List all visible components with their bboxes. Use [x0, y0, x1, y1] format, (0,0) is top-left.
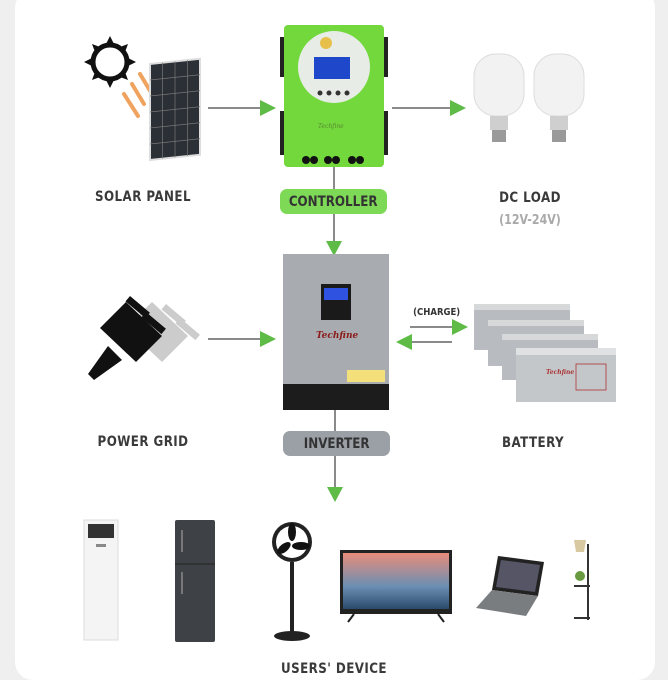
arrow-controller-to-inverter — [326, 214, 342, 256]
inverter-brand: Techfine — [316, 331, 359, 341]
solar-panel-icon — [84, 36, 201, 162]
power-plug-icon — [88, 296, 200, 380]
arrow-solar-to-controller — [208, 100, 276, 116]
laptop-icon — [476, 556, 544, 616]
floor-lamp-icon — [574, 540, 590, 620]
inverter-device — [283, 254, 389, 410]
arrow-inverter-to-battery — [410, 319, 468, 335]
battery-label: BATTERY — [501, 435, 565, 451]
standing-fan-icon — [272, 522, 312, 641]
controller-device — [280, 25, 388, 167]
air-conditioner-icon — [83, 519, 119, 641]
charge-label: (CHARGE) — [413, 307, 461, 318]
inverter-label: INVERTER — [283, 431, 390, 456]
dc-load-voltage: (12V-24V) — [499, 213, 561, 228]
arrow-controller-to-dc-load — [392, 100, 466, 116]
battery-brand: Techfine — [546, 369, 575, 376]
inverter-connector — [334, 410, 336, 432]
television-icon — [340, 550, 452, 623]
dc-load-label: DC LOAD — [499, 190, 561, 206]
battery-bank-icon — [474, 304, 616, 402]
arrow-inverter-to-devices — [327, 456, 343, 502]
power-grid-label: POWER GRID — [97, 434, 189, 450]
arrow-battery-to-inverter — [396, 334, 452, 350]
users-device-label: USERS' DEVICE — [281, 661, 387, 677]
controller-label: CONTROLLER — [280, 189, 387, 214]
solar-panel-label: SOLAR PANEL — [95, 189, 191, 205]
light-bulbs-icon — [473, 53, 585, 142]
controller-connector — [333, 167, 335, 189]
arrow-grid-to-inverter — [208, 331, 276, 347]
refrigerator-icon — [175, 520, 215, 642]
controller-brand: Techfine — [318, 123, 344, 130]
